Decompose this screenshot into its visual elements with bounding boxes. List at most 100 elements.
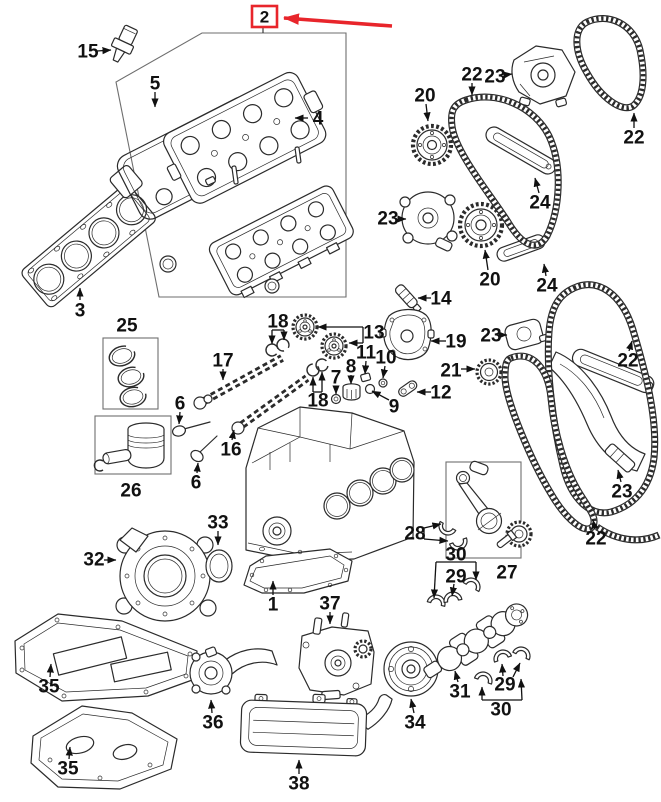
part-label-12-14: 12 bbox=[430, 383, 451, 404]
leader-arrow bbox=[46, 663, 54, 678]
leader-arrow bbox=[430, 561, 439, 599]
leader-arrow bbox=[453, 670, 461, 683]
part-label-24-25: 24 bbox=[529, 193, 551, 214]
ladder-frame-art bbox=[14, 613, 198, 702]
timing-chain-b-art bbox=[577, 18, 643, 107]
camshaft-sensor-art bbox=[110, 24, 138, 63]
crank-pulley-art bbox=[383, 641, 439, 697]
cam-chain-sprockets-art bbox=[410, 123, 505, 249]
leader-arrow bbox=[512, 662, 521, 678]
part-label-23-23: 23 bbox=[484, 67, 505, 88]
valve-keeper-art bbox=[330, 372, 388, 405]
leader-arrow bbox=[65, 746, 73, 760]
part-label-36-40: 36 bbox=[202, 713, 223, 734]
connecting-rod-art bbox=[455, 460, 518, 549]
part-label-11-9: 11 bbox=[356, 343, 377, 364]
part-label-14-15: 14 bbox=[430, 289, 452, 310]
part-label-5-1: 5 bbox=[150, 74, 161, 95]
part-label-24-28: 24 bbox=[536, 276, 558, 297]
part-label-35-38: 35 bbox=[38, 677, 60, 698]
part-label-23-29: 23 bbox=[480, 326, 501, 347]
chain-cover-art bbox=[379, 308, 435, 361]
connecting-rod-box bbox=[445, 461, 522, 559]
valve-cover-art bbox=[163, 71, 327, 204]
chain-tensioner-left-art bbox=[399, 191, 458, 252]
crankshaft-art bbox=[423, 603, 529, 679]
leader-arrow bbox=[96, 47, 112, 55]
leader-arrow bbox=[409, 698, 417, 714]
piston-rings-art bbox=[108, 345, 147, 408]
part-label-6-20: 6 bbox=[191, 473, 202, 494]
lower-oil-pan-art bbox=[30, 705, 178, 790]
highlighted-part-box bbox=[250, 4, 279, 29]
part-label-4-2: 4 bbox=[313, 109, 324, 130]
leader-arrow bbox=[423, 522, 442, 530]
part-label-13-8: 13 bbox=[363, 323, 384, 344]
part-label-7-12: 7 bbox=[331, 368, 342, 389]
highlight-callout: 2 bbox=[250, 4, 393, 33]
part-label-37-37: 37 bbox=[319, 594, 340, 615]
part-label-18-7: 18 bbox=[267, 312, 288, 333]
leader-arrow bbox=[423, 103, 431, 122]
valve-lifter-art bbox=[342, 383, 361, 401]
leader-arrow bbox=[482, 249, 490, 271]
part-label-1-36: 1 bbox=[268, 595, 279, 616]
piston-rings-box bbox=[102, 337, 159, 410]
dowel-pins-art bbox=[159, 146, 302, 294]
part-label-30-49: 30 bbox=[490, 700, 511, 721]
part-label-23-26: 23 bbox=[377, 209, 398, 230]
leader-arrow bbox=[208, 699, 216, 714]
rocker-arm-art bbox=[398, 380, 418, 397]
part-label-15-0: 15 bbox=[77, 42, 99, 63]
leader-arrow bbox=[626, 340, 633, 352]
tensioner-rail-art bbox=[548, 351, 646, 473]
valve-art bbox=[171, 421, 218, 463]
leader-arrow bbox=[362, 360, 370, 375]
part-label-8-11: 8 bbox=[346, 357, 357, 378]
part-label-17-6: 17 bbox=[212, 351, 233, 372]
leader-arrow bbox=[616, 469, 624, 483]
part-label-6-18: 6 bbox=[175, 394, 186, 415]
head-assembly-box bbox=[115, 32, 347, 298]
part-label-10-10: 10 bbox=[375, 348, 396, 369]
part-label-22-30: 22 bbox=[617, 351, 638, 372]
part-label-33-35: 33 bbox=[207, 513, 228, 534]
part-label-29-47: 29 bbox=[445, 567, 466, 588]
part-label-32-34: 32 bbox=[83, 550, 104, 571]
oil-pickup-art bbox=[189, 646, 278, 695]
part-label-20-27: 20 bbox=[479, 270, 500, 291]
part-label-21-17: 21 bbox=[440, 361, 462, 382]
cylinder-head-art bbox=[208, 185, 354, 299]
oil-cooler-art bbox=[239, 693, 393, 757]
rear-cover-plate-art bbox=[115, 527, 217, 622]
leader-arrow bbox=[449, 583, 457, 597]
leader-arrow bbox=[591, 519, 599, 530]
oil-pump-art bbox=[298, 612, 375, 701]
crank-sprocket-art bbox=[475, 358, 503, 386]
part-label-22-24: 22 bbox=[623, 128, 644, 149]
leader-arrow bbox=[423, 536, 449, 544]
part-label-22-22: 22 bbox=[461, 65, 482, 86]
leader-arrow bbox=[193, 462, 201, 474]
part-label-30-46: 30 bbox=[445, 545, 466, 566]
part-label-25-4: 25 bbox=[116, 316, 138, 337]
chain-tensioner-mid-art bbox=[504, 318, 551, 351]
part-label-28-45: 28 bbox=[404, 524, 425, 545]
leader-arrow bbox=[228, 429, 236, 441]
head-gasket-art bbox=[21, 164, 156, 308]
cam-phaser-art bbox=[291, 313, 348, 360]
leader-arrow bbox=[517, 678, 526, 701]
leader-arrow bbox=[541, 263, 549, 277]
part-label-31-43: 31 bbox=[449, 682, 471, 703]
highlighted-part-label: 2 bbox=[260, 8, 269, 27]
leader-arrow bbox=[380, 365, 388, 379]
part-label-34-42: 34 bbox=[404, 713, 426, 734]
part-label-9-13: 9 bbox=[389, 397, 400, 418]
part-label-29-48: 29 bbox=[494, 675, 515, 696]
part-label-23-31: 23 bbox=[611, 482, 632, 503]
part-label-3-3: 3 bbox=[75, 301, 86, 322]
part-label-19-16: 19 bbox=[445, 332, 466, 353]
